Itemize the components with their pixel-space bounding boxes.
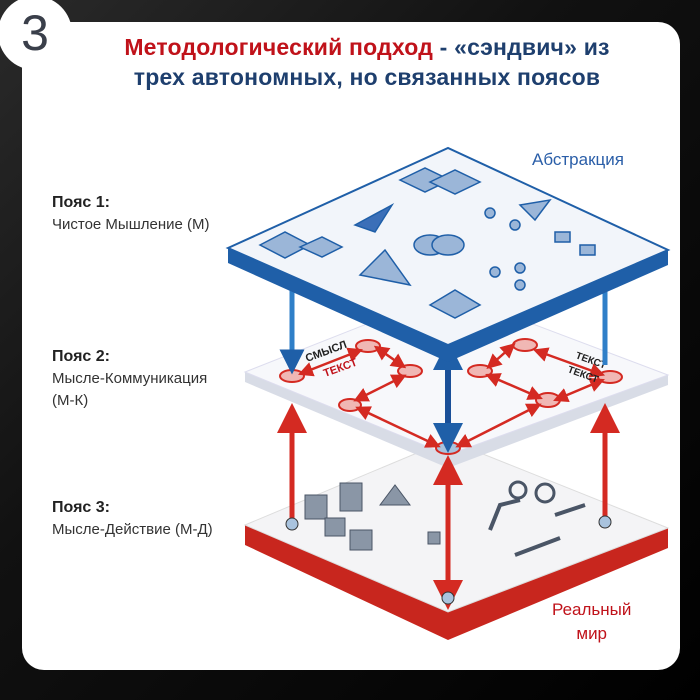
- belt-1-name: Чистое Мышление (М): [52, 216, 210, 233]
- belt-3-heading: Пояс 3:: [52, 499, 110, 516]
- real-world-line1: Реальный: [552, 600, 632, 619]
- belt-1-heading: Пояс 1:: [52, 194, 110, 211]
- belt-2-name: Мысле-Коммуникация: [52, 370, 208, 387]
- real-world-label: Реальный мир: [552, 598, 631, 646]
- title-line2: трех автономных, но связанных поясов: [133, 64, 601, 90]
- tools-icon: [488, 480, 586, 557]
- belt-1-label: Пояс 1: Чистое Мышление (М): [52, 192, 210, 236]
- real-world-line2: мир: [576, 624, 608, 643]
- belt-2-name-abbr: (М-К): [52, 392, 89, 409]
- belt-3-label: Пояс 3: Мысле-Действие (М-Д): [52, 497, 213, 541]
- abstraction-label: Абстракция: [532, 150, 624, 169]
- title-highlight: Методологический подход: [124, 34, 434, 60]
- blocks-icon: [304, 482, 441, 551]
- belt-3-name: Мысле-Действие (М-Д): [52, 521, 213, 538]
- belt-1-plate: [225, 146, 671, 362]
- title-rest: - «сэндвич» из: [433, 34, 610, 60]
- belt-2-label: Пояс 2: Мысле-Коммуникация (М-К): [52, 346, 207, 412]
- abstract-shapes: [258, 167, 596, 319]
- belt-2-heading: Пояс 2:: [52, 348, 110, 365]
- slide-number-badge: 3: [0, 0, 72, 70]
- communication-arrows: [298, 343, 606, 448]
- slide-title: Методологический подход - «сэндвич» из т…: [62, 32, 672, 92]
